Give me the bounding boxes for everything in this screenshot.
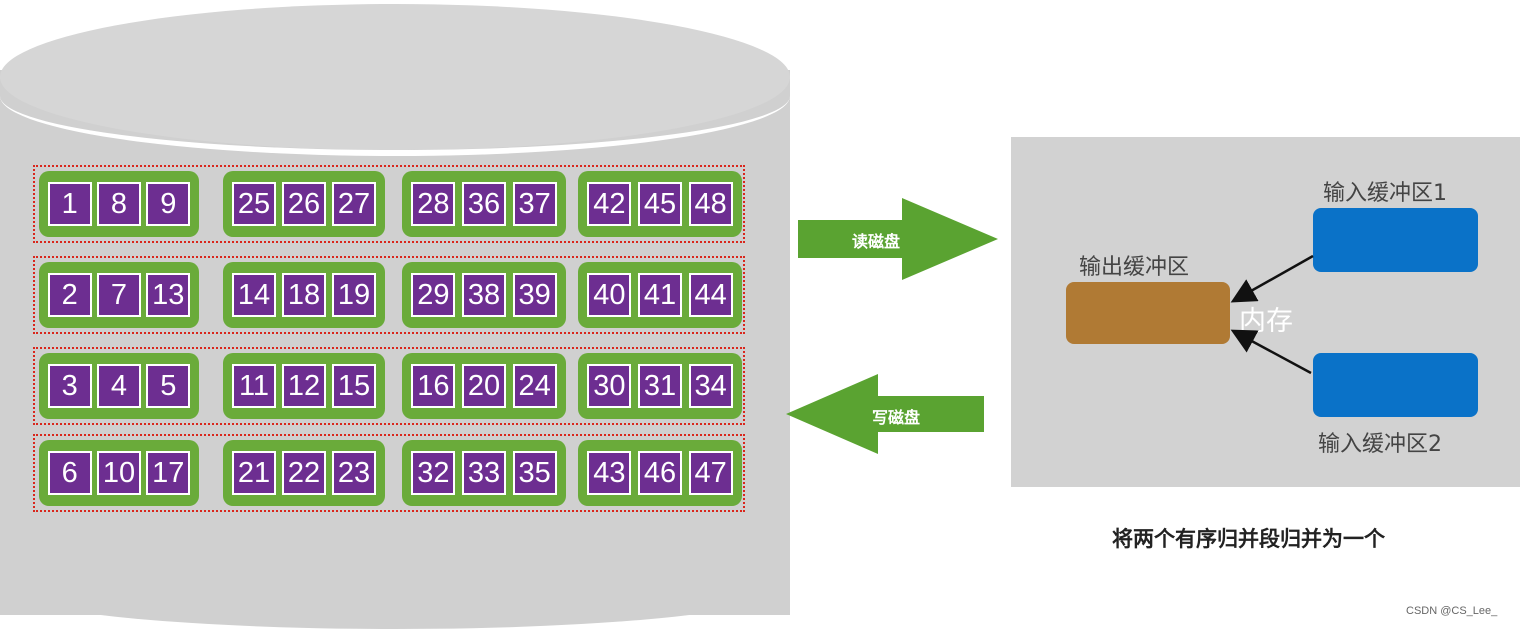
record-cell: 46 — [637, 451, 682, 495]
output-buffer-label: 输出缓冲区 — [1079, 255, 1190, 280]
input-buffer-2 — [1313, 353, 1478, 417]
disk-top-rim — [0, 56, 790, 156]
write-disk-arrow — [786, 374, 984, 454]
record-cell: 36 — [461, 182, 506, 226]
read-disk-label: 读磁盘 — [852, 232, 901, 251]
record-cell: 21 — [232, 451, 276, 495]
record-cell: 2 — [47, 273, 92, 317]
credit: CSDN @CS_Lee_ — [1406, 605, 1498, 617]
record-cell: 13 — [146, 273, 191, 317]
record-cell: 33 — [461, 451, 506, 495]
record-cell: 25 — [232, 182, 276, 226]
arrow-from-input-1 — [1230, 254, 1314, 303]
record-cell: 8 — [96, 182, 141, 226]
record-cell: 22 — [282, 451, 326, 495]
record-cell: 12 — [282, 364, 326, 408]
record-cell: 3 — [47, 364, 92, 408]
record-cell: 38 — [461, 273, 506, 317]
merge-arrows — [1230, 254, 1314, 375]
record-cell: 40 — [587, 273, 632, 317]
write-disk-label: 写磁盘 — [872, 408, 921, 427]
record-cell: 44 — [688, 273, 733, 317]
record-cell: 42 — [587, 182, 632, 226]
record-cell: 11 — [232, 364, 276, 408]
arrow-from-input-2 — [1230, 329, 1312, 375]
record-cell: 23 — [332, 451, 376, 495]
disk-bottom — [0, 545, 790, 629]
record-cell: 37 — [512, 182, 557, 226]
record-cell: 26 — [282, 182, 326, 226]
record-cell: 5 — [146, 364, 191, 408]
record-cell: 28 — [411, 182, 456, 226]
memory-panel: 输入缓冲区1 输出缓冲区 内存 输入缓冲区2 — [1011, 137, 1520, 487]
output-buffer — [1066, 282, 1230, 344]
input-buffer-2-label: 输入缓冲区2 — [1318, 432, 1442, 457]
record-cell: 6 — [47, 451, 92, 495]
record-cell: 10 — [96, 451, 141, 495]
record-cell: 48 — [688, 182, 733, 226]
record-cell: 32 — [411, 451, 456, 495]
record-cell: 1 — [47, 182, 92, 226]
record-cell: 31 — [637, 364, 682, 408]
record-cell: 14 — [232, 273, 276, 317]
record-cell: 18 — [282, 273, 326, 317]
record-cell: 30 — [587, 364, 632, 408]
record-cell: 29 — [411, 273, 456, 317]
record-cell: 7 — [96, 273, 141, 317]
caption: 将两个有序归并段归并为一个 — [1112, 527, 1385, 551]
disk-body — [0, 70, 790, 615]
record-cell: 35 — [512, 451, 557, 495]
record-cell: 15 — [332, 364, 376, 408]
record-cell: 24 — [512, 364, 557, 408]
record-cell: 16 — [411, 364, 456, 408]
input-buffer-1-label: 输入缓冲区1 — [1323, 181, 1447, 206]
record-cell: 39 — [512, 273, 557, 317]
record-cell: 20 — [461, 364, 506, 408]
record-cell: 47 — [688, 451, 733, 495]
read-disk-arrow — [798, 198, 998, 280]
record-cell: 41 — [637, 273, 682, 317]
record-cell: 27 — [332, 182, 376, 226]
record-cell: 34 — [688, 364, 733, 408]
record-cell: 17 — [146, 451, 191, 495]
record-cell: 9 — [146, 182, 191, 226]
input-buffer-1 — [1313, 208, 1478, 272]
record-cell: 19 — [332, 273, 376, 317]
record-cell: 4 — [96, 364, 141, 408]
record-cell: 43 — [587, 451, 632, 495]
record-cell: 45 — [637, 182, 682, 226]
